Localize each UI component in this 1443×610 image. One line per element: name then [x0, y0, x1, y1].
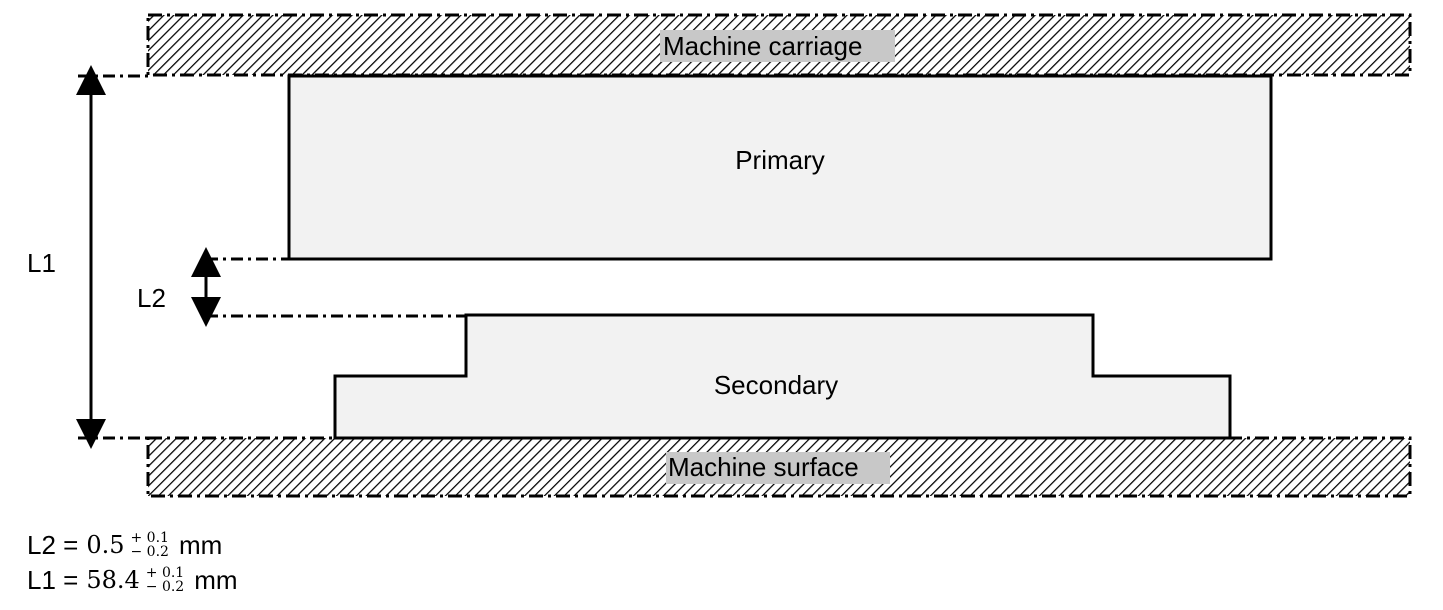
- carriage-label: Machine carriage: [663, 31, 862, 61]
- equation-lhs: L1 =: [27, 565, 79, 595]
- machine-carriage: Machine carriage: [146, 13, 1412, 77]
- l2-label: L2: [137, 283, 166, 313]
- secondary-part: Secondary: [333, 313, 1232, 440]
- equation-value: 0.5: [86, 531, 125, 559]
- machine-surface: Machine surface: [146, 436, 1412, 498]
- secondary-label: Secondary: [714, 370, 838, 400]
- equation-unit: mm: [178, 530, 223, 560]
- equation-value: 58.4: [86, 566, 140, 594]
- primary-label: Primary: [735, 145, 825, 175]
- tolerance-minus: − 0.2: [130, 544, 169, 560]
- tolerance: + 0.1− 0.2: [131, 531, 169, 559]
- equation-unit: mm: [194, 565, 238, 595]
- tolerance-plus: + 0.1: [145, 565, 185, 581]
- l1-label: L1: [27, 248, 56, 278]
- tolerance-minus: − 0.2: [145, 579, 185, 595]
- equation-lhs: L2 =: [27, 530, 79, 560]
- tolerance-plus: + 0.1: [130, 530, 169, 546]
- l2-equation: L2 = 0.5 + 0.1− 0.2 mm: [27, 531, 222, 559]
- l1-equation: L1 = 58.4 + 0.1− 0.2 mm: [27, 566, 238, 594]
- primary-part: Primary: [287, 74, 1273, 261]
- tolerance: + 0.1− 0.2: [146, 566, 184, 594]
- surface-label: Machine surface: [668, 452, 859, 482]
